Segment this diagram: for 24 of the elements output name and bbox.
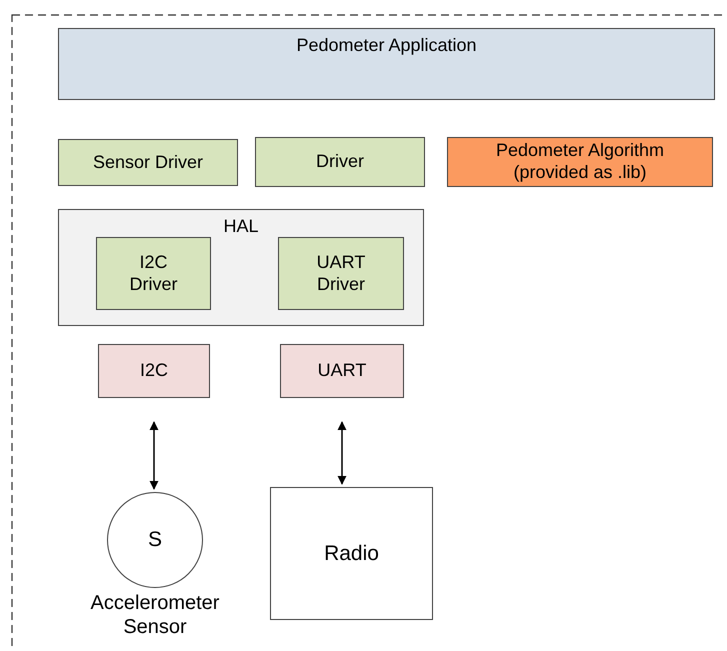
process-box <box>280 344 404 398</box>
node-label: I2C Driver <box>128 252 178 296</box>
process-box <box>96 237 211 310</box>
process-box <box>278 237 404 310</box>
node-label: UART Driver <box>316 252 366 296</box>
process-box <box>447 137 713 187</box>
node-label: I2C <box>140 360 168 382</box>
node-label: HAL <box>223 216 258 238</box>
sensor-symbol-label: S <box>148 527 162 553</box>
layer-box <box>58 209 424 326</box>
arrow <box>338 421 346 485</box>
process-box <box>255 137 425 187</box>
device-box <box>270 487 433 620</box>
node-label: Sensor Driver <box>92 152 204 174</box>
node-label: Pedometer Application <box>296 35 477 57</box>
arrow <box>150 421 158 490</box>
process-box <box>98 344 210 398</box>
node-label: Radio <box>324 540 379 566</box>
node-label: UART <box>318 360 366 382</box>
process-box <box>58 139 238 186</box>
process-box <box>58 28 715 100</box>
node-caption: Accelerometer Sensor <box>90 591 220 639</box>
node-label: Pedometer Algorithm (provided as .lib) <box>494 140 666 184</box>
node-label: Driver <box>316 151 364 173</box>
